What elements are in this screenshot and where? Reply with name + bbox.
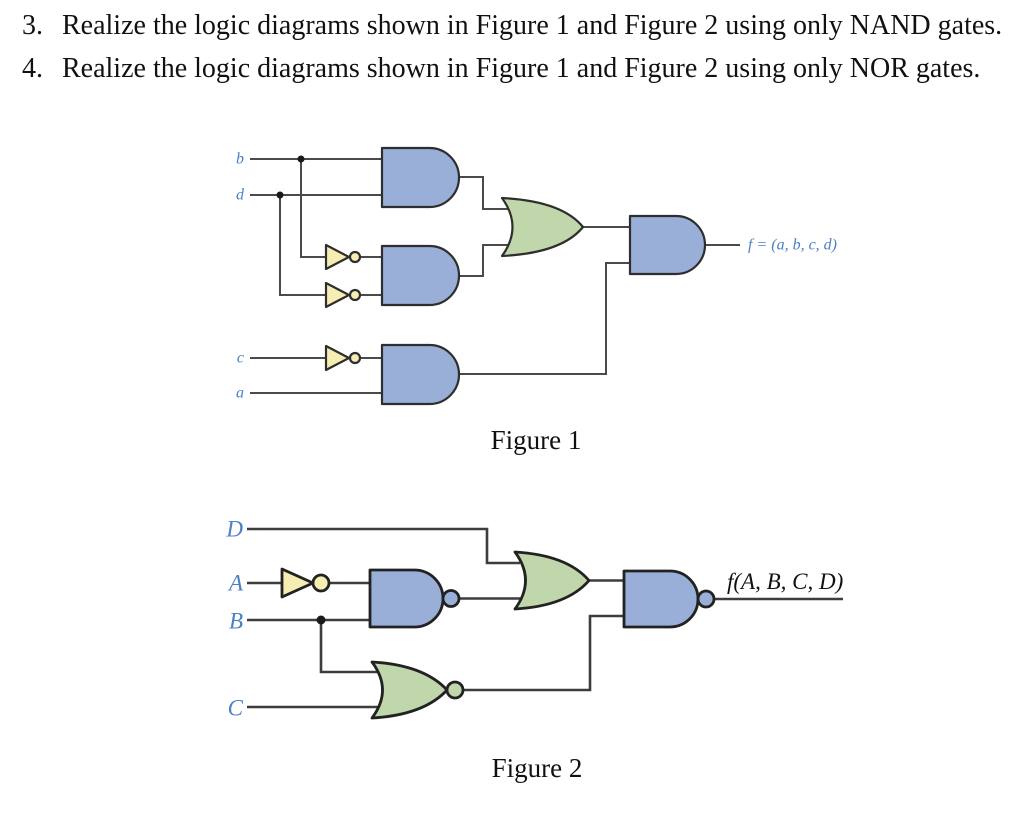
input-label-B: B: [229, 609, 243, 634]
output-label-f1: f = (a, b, c, d): [748, 237, 837, 254]
input-label-d: d: [236, 187, 245, 204]
and-gate-top: [380, 146, 461, 209]
or-gate: [500, 196, 585, 258]
not-gate-d: [324, 281, 351, 309]
input-label-c: c: [237, 350, 244, 367]
nand-gate-output: [622, 569, 700, 629]
junction-dot-d: [276, 191, 284, 199]
output-label-f2: f(A, B, C, D): [727, 569, 843, 594]
figure2-diagram: D A B C f(A, B, C, D) Figure 2: [225, 517, 843, 784]
and-gate-output: [628, 214, 707, 276]
junction-dot-B: [316, 615, 326, 625]
problem-text: Realize the logic diagrams shown in Figu…: [62, 53, 981, 84]
and-gate-middle: [380, 244, 461, 307]
input-label-b: b: [236, 151, 244, 168]
wire-andbottom-out: [459, 262, 630, 375]
figure1-caption: Figure 1: [491, 425, 582, 455]
problem-item-3: 3. Realize the logic diagrams shown in Fi…: [22, 10, 1002, 42]
and-gate-bottom: [380, 343, 461, 406]
figure2-caption: Figure 2: [492, 753, 583, 783]
input-label-D: D: [225, 517, 243, 542]
not-gate-c: [324, 344, 351, 372]
nor-bubble-icon: [445, 680, 465, 700]
wire-nor-out: [463, 614, 624, 692]
not-bubble-d-icon: [348, 288, 362, 302]
problem-item-4: 4. Realize the logic diagrams shown in Fi…: [22, 53, 980, 85]
problem-number: 4.: [22, 53, 43, 84]
nand-gate-1: [368, 568, 445, 629]
wire-andtop-out: [459, 176, 510, 210]
not-bubble-c-icon: [348, 351, 362, 365]
nor-gate: [370, 660, 449, 720]
or-gate-2: [513, 550, 591, 611]
wire-B-branch: [319, 620, 378, 674]
problem-text: Realize the logic diagrams shown in Figu…: [62, 10, 1003, 41]
not-bubble-A-icon: [311, 573, 331, 593]
nand1-bubble-icon: [441, 589, 461, 608]
figure1-diagram: b d c a f = (a, b, c, d) Figure 1: [236, 146, 837, 455]
nand-output-bubble-icon: [696, 589, 716, 609]
problem-number: 3.: [22, 10, 43, 41]
junction-dot-b: [297, 155, 305, 163]
not-gate-A: [280, 567, 315, 599]
input-label-C: C: [228, 696, 244, 721]
wire-D: [247, 527, 520, 565]
wire-andmid-out: [459, 244, 510, 277]
wire-b-branch: [300, 159, 326, 258]
not-bubble-b-icon: [348, 250, 362, 264]
input-label-a: a: [236, 385, 244, 402]
wire-d-branch: [279, 195, 326, 296]
not-gate-b: [324, 243, 351, 271]
input-label-A: A: [227, 571, 244, 596]
